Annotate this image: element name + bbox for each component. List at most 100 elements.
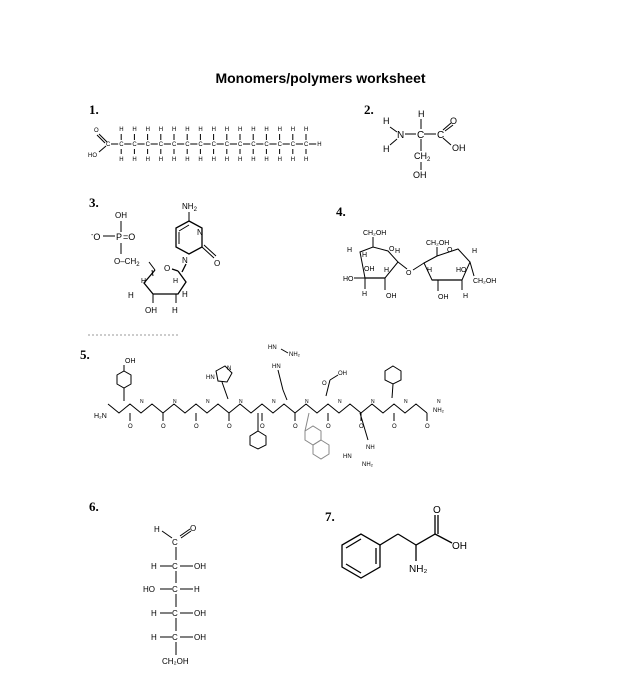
- s5-c-terminus: NH₂: [433, 408, 445, 414]
- s3-ring-n3: N: [197, 228, 203, 237]
- s3-ring-n1: N: [182, 256, 188, 265]
- fa-hydrogen-bottom: H: [291, 157, 295, 163]
- fa-carbon: C: [198, 142, 203, 148]
- fa-hydrogen-top: H: [278, 127, 282, 133]
- peptide-carbonyl-o: O: [326, 424, 331, 430]
- structure-2-serine: H H H N C C O OH CH2 OH: [383, 109, 466, 180]
- s3-ester-ch2: O–CH2: [114, 257, 140, 268]
- peptide-carbonyl-o: O: [128, 424, 133, 430]
- s5-histidine-n: N: [227, 366, 231, 372]
- s5-tyrosine-oh: OH: [125, 358, 136, 365]
- peptide-carbonyl-o: O: [260, 424, 265, 430]
- s1-hydroxyl: HO: [88, 153, 97, 159]
- peptide-amide-n: N: [404, 399, 408, 405]
- fa-hydrogen-bottom: H: [212, 157, 216, 163]
- fa-hydrogen-bottom: H: [172, 157, 176, 163]
- s3-phosphate-double-o: =O: [123, 232, 135, 242]
- fa-carbon: C: [119, 142, 124, 148]
- s2-hydroxyl: OH: [452, 143, 466, 153]
- peptide-carbonyl-o: O: [161, 424, 166, 430]
- fa-hydrogen-top: H: [146, 127, 150, 133]
- fa-hydrogen-top: H: [291, 127, 295, 133]
- s6-c5: C: [172, 633, 178, 642]
- s2-amino-hydrogen-top: H: [418, 109, 425, 119]
- s4-h-3: H: [395, 248, 400, 255]
- peptide-amide-n: N: [173, 399, 177, 405]
- worksheet-title: Monomers/polymers worksheet: [215, 70, 426, 86]
- question-number-3: 3.: [89, 195, 99, 210]
- fa-hydrogen-top: H: [198, 127, 202, 133]
- s2-alpha-carbon: C: [417, 130, 424, 141]
- fa-hydrogen-bottom: H: [225, 157, 229, 163]
- s4-oh-3: OH: [438, 294, 449, 301]
- s5-arg-nh2-top: NH₂: [289, 352, 301, 358]
- s6-c1: C: [172, 538, 178, 547]
- fa-hydrogen-bottom: H: [159, 157, 163, 163]
- peptide-amide-n: N: [371, 399, 375, 405]
- fa-hydrogen-bottom: H: [119, 157, 123, 163]
- s2-n-hydrogen-top: H: [383, 116, 390, 126]
- fa-hydrogen-top: H: [304, 127, 308, 133]
- fa-carbon: C: [251, 142, 256, 148]
- fa-carbon: C: [185, 142, 190, 148]
- fa-carbon: C: [172, 142, 177, 148]
- s1-carbonyl-oxygen: O: [94, 128, 99, 134]
- peptide-amide-n: N: [338, 399, 342, 405]
- s7-hydroxyl: OH: [452, 541, 467, 552]
- s6-h-4: H: [151, 609, 157, 618]
- peptide-carbonyl-o: O: [392, 424, 397, 430]
- s5-arg-hn: HN: [272, 364, 281, 370]
- s6-h-2: H: [151, 562, 157, 571]
- structure-3-nucleotide: OH -O P =O O–CH2 O H H H H OH H NH2 N N …: [91, 202, 220, 315]
- s5-glu-o: O: [322, 381, 327, 387]
- fa-hydrogen-bottom: H: [146, 157, 150, 163]
- s4-glucose-ch2oh: CH₂OH: [363, 230, 386, 237]
- question-number-7: 7.: [325, 509, 335, 524]
- structure-6-glucose: H O C H C OH HO C H H C OH H C OH CH₂OH: [143, 524, 206, 666]
- fa-hydrogen-top: H: [238, 127, 242, 133]
- peptide-carbonyl-o: O: [293, 424, 298, 430]
- fa-hydrogen-top: H: [159, 127, 163, 133]
- s5-arg2-nh2: NH₂: [362, 462, 374, 468]
- s3-phosphate-oh: OH: [115, 211, 127, 220]
- fa-hydrogen-top: H: [251, 127, 255, 133]
- s4-fructose-ch2oh-right: CH₂OH: [473, 278, 496, 285]
- s6-c2: C: [172, 562, 178, 571]
- fa-hydrogen-top: H: [132, 127, 136, 133]
- s4-ring-o-fructose: O: [447, 247, 453, 254]
- s4-h-6: H: [472, 248, 477, 255]
- s7-carbonyl-o: O: [433, 505, 441, 516]
- peptide-amide-n: N: [305, 399, 309, 405]
- s4-h-5: H: [362, 291, 367, 298]
- s6-oh-2: OH: [194, 562, 206, 571]
- peptide-amide-n: N: [140, 399, 144, 405]
- s3-phosphorus: P: [116, 232, 122, 242]
- s5-histidine-hn: HN: [206, 375, 215, 381]
- s3-h-ring-4: H: [182, 290, 188, 299]
- fa-hydrogen-top: H: [172, 127, 176, 133]
- s5-arg2-nh: NH: [366, 445, 375, 451]
- s2-carboxyl-carbon: C: [437, 130, 444, 141]
- s2-n-hydrogen-bottom: H: [383, 144, 390, 154]
- fa-carbon: C: [264, 142, 269, 148]
- peptide-amide-n: N: [206, 399, 210, 405]
- fa-hydrogen-top: H: [119, 127, 123, 133]
- s2-nitrogen: N: [397, 130, 404, 141]
- fa-carbon: C: [225, 142, 230, 148]
- s4-ring-o-glucose: O: [389, 246, 395, 253]
- s5-arg-hn-top: HN: [268, 345, 277, 351]
- s2-ch2: CH2: [414, 151, 431, 163]
- s5-glu-oh: OH: [338, 371, 347, 377]
- s7-amine: NH₂: [409, 564, 427, 575]
- s3-sugar-oh: OH: [145, 306, 157, 315]
- s6-aldehyde-h: H: [154, 525, 160, 534]
- peptide-amide-n: N: [272, 399, 276, 405]
- question-number-5: 5.: [80, 347, 90, 362]
- question-number-2: 2.: [364, 102, 374, 117]
- fa-hydrogen-bottom: H: [264, 157, 268, 163]
- s3-phosphate-o-minus: -O: [91, 232, 100, 242]
- fa-hydrogen-top: H: [225, 127, 229, 133]
- fa-carbon: C: [106, 142, 111, 148]
